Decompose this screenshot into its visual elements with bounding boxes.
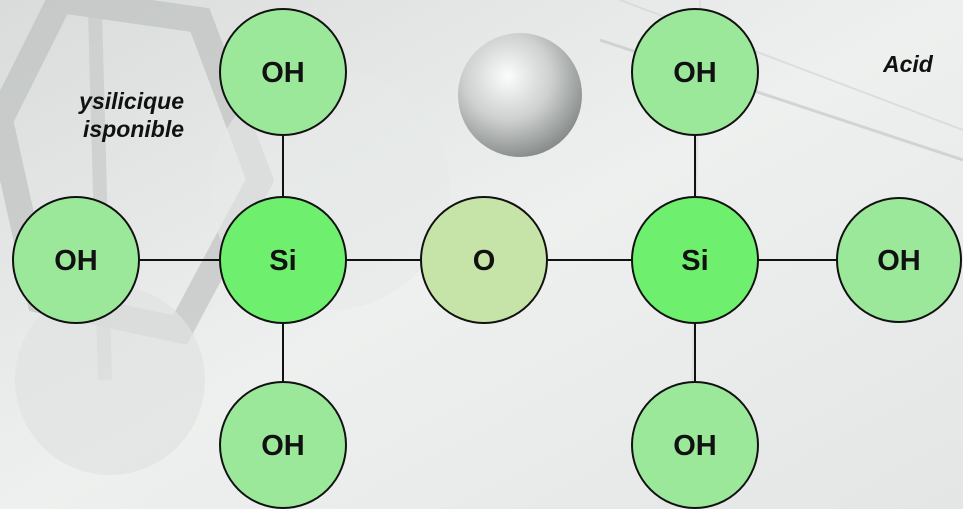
- atom-si-left: Si: [219, 196, 347, 324]
- atom-label: Si: [681, 245, 708, 277]
- atom-label: OH: [673, 430, 717, 462]
- atom-circle: [219, 381, 347, 509]
- atom-oh-top-right: OH: [631, 8, 759, 136]
- atom-circle: [219, 8, 347, 136]
- caption-right: Acid: [883, 50, 963, 78]
- atom-oh-right: OH: [836, 197, 962, 323]
- atom-circle: [631, 381, 759, 509]
- atom-o-bridge: O: [420, 196, 548, 324]
- atom-circle: [12, 196, 140, 324]
- atom-label: Si: [269, 245, 296, 277]
- atom-label: OH: [261, 57, 305, 89]
- atom-label: O: [473, 245, 496, 277]
- caption-right-line1: Acid: [883, 51, 933, 77]
- atom-label: OH: [877, 245, 921, 277]
- atom-label: OH: [261, 430, 305, 462]
- atom-circle: [631, 196, 759, 324]
- atom-label: OH: [54, 245, 98, 277]
- atom-label: OH: [673, 57, 717, 89]
- caption-left-line2: isponible: [83, 116, 184, 142]
- atom-si-right: Si: [631, 196, 759, 324]
- atom-circle: [836, 197, 962, 323]
- caption-left: ysilicique isponible: [0, 87, 184, 143]
- atom-oh-left: OH: [12, 196, 140, 324]
- atom-circle: [420, 196, 548, 324]
- atom-oh-bottom-right: OH: [631, 381, 759, 509]
- atom-oh-bottom-left: OH: [219, 381, 347, 509]
- caption-left-line1: ysilicique: [79, 88, 184, 114]
- atom-circle: [219, 196, 347, 324]
- atom-oh-top-left: OH: [219, 8, 347, 136]
- atom-circle: [631, 8, 759, 136]
